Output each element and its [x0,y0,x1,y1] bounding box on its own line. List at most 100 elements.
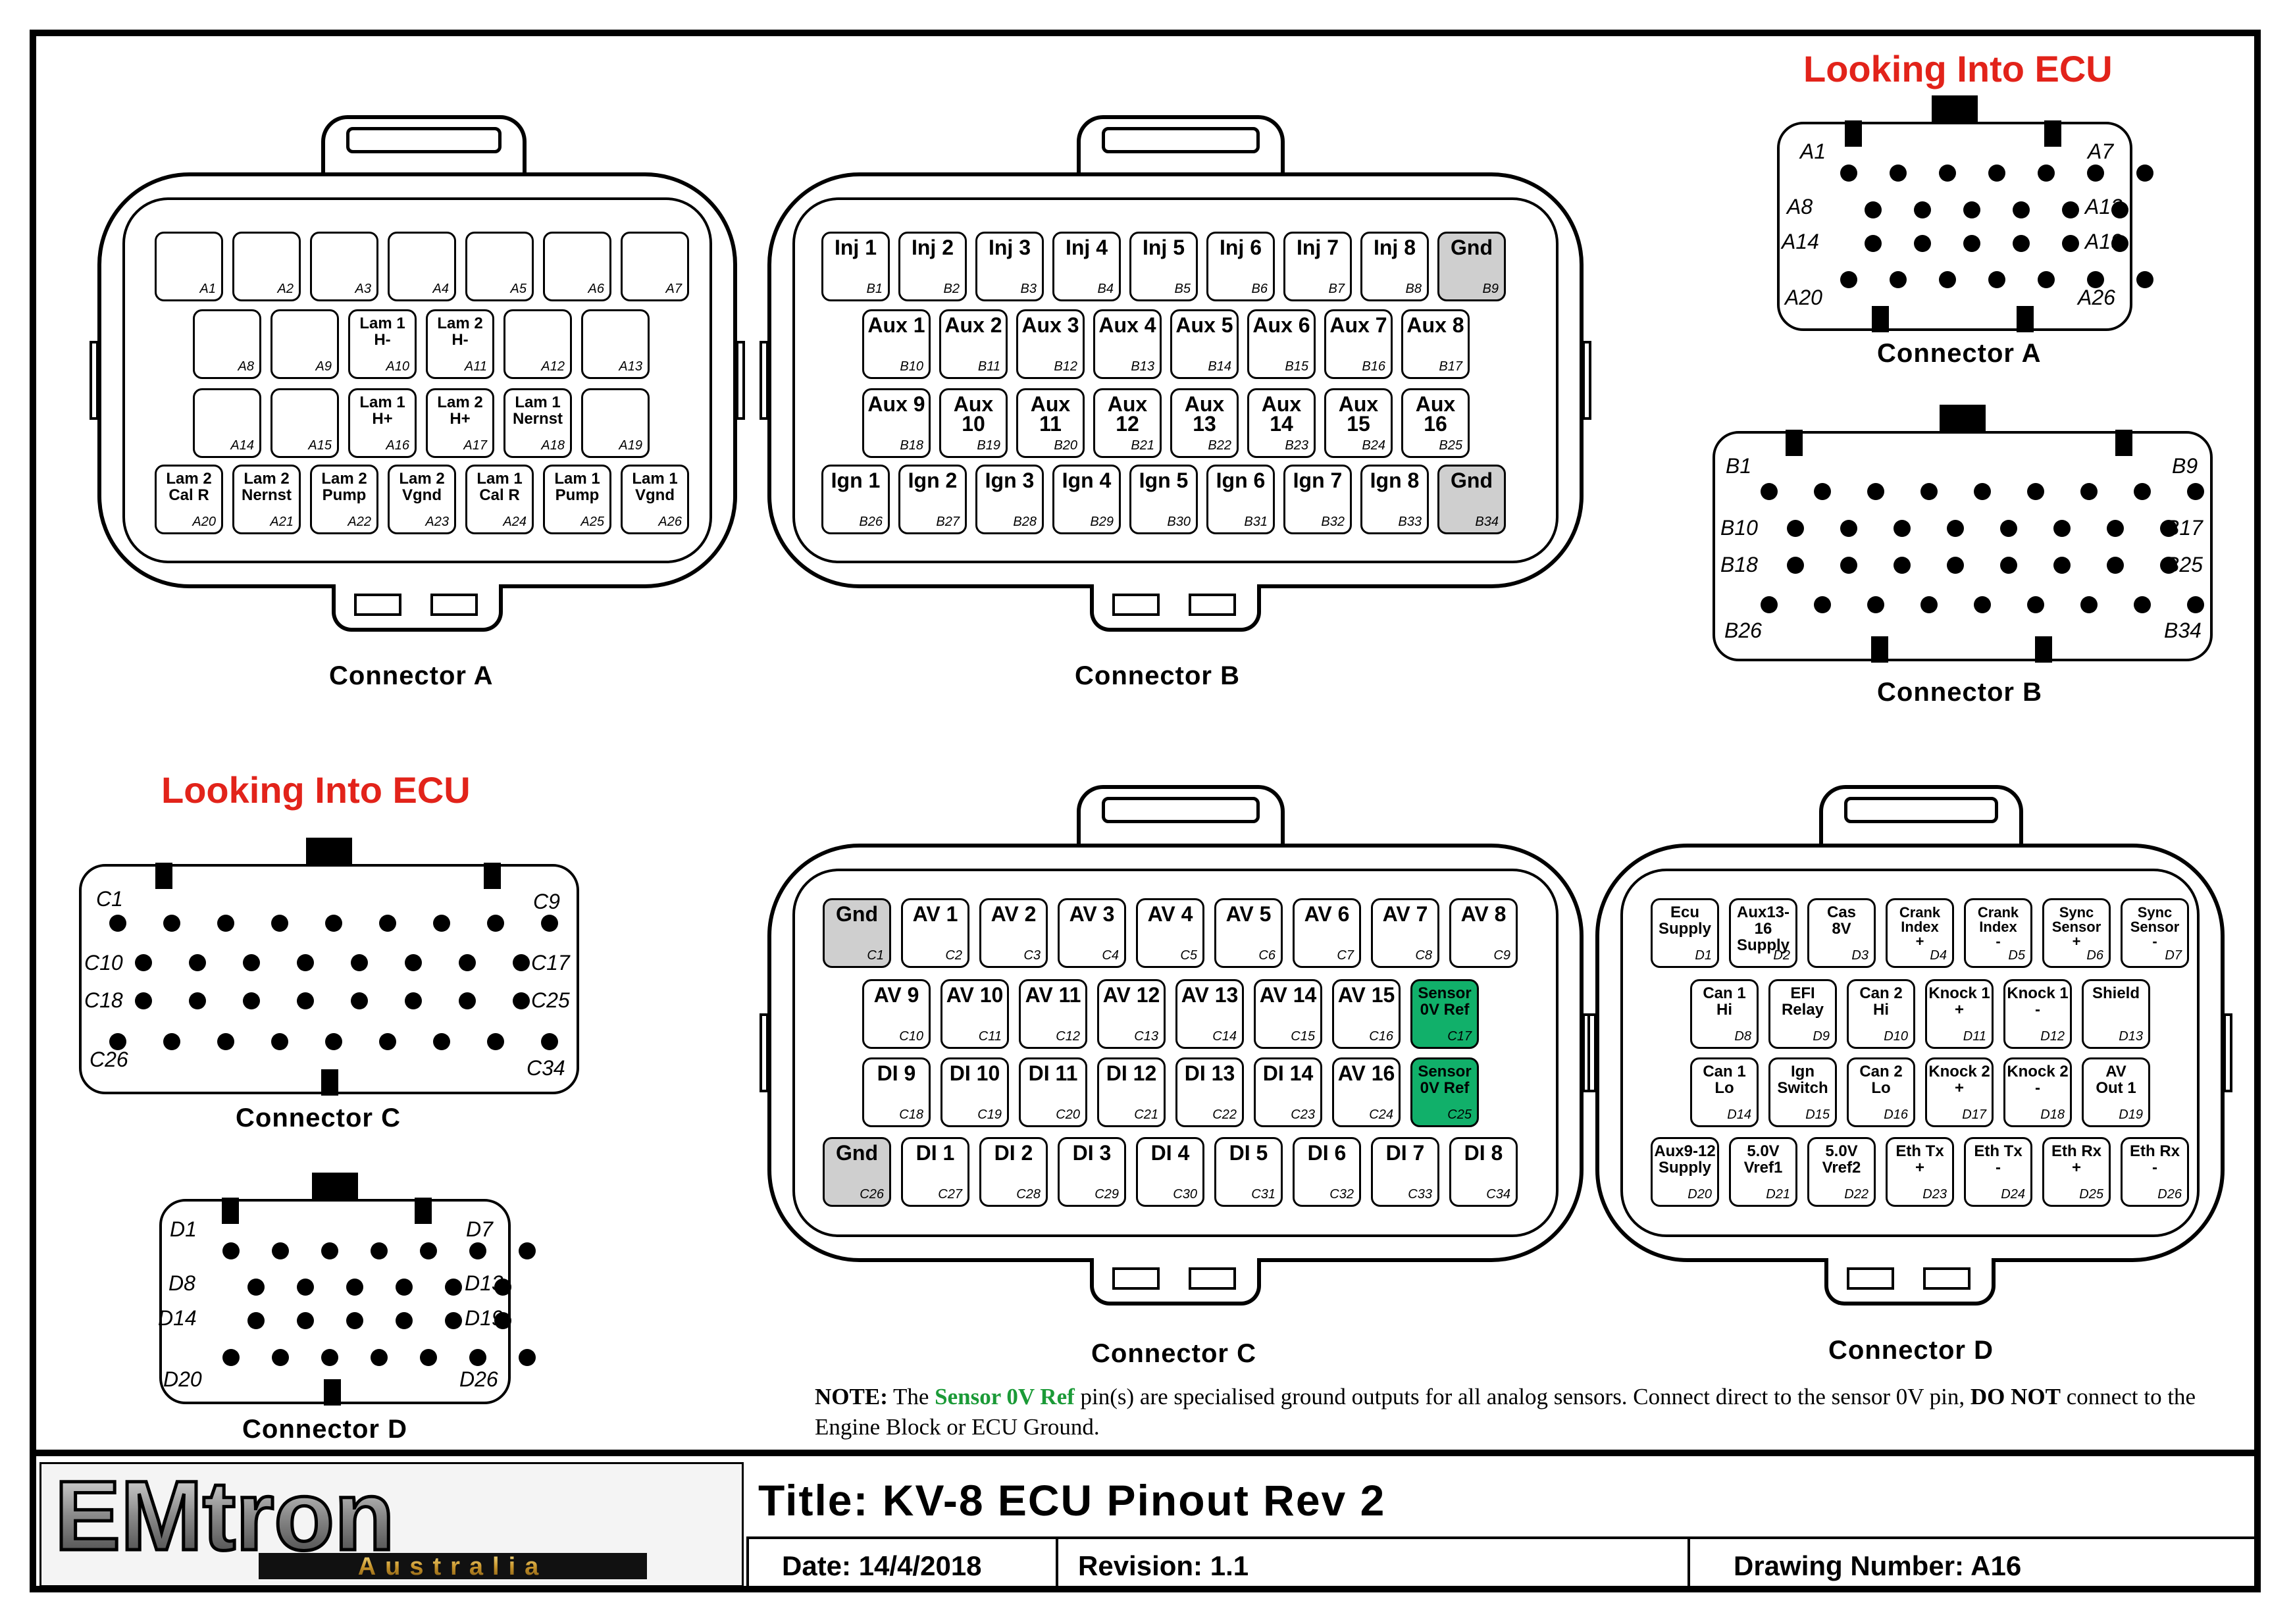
face-b-key-bottom-1 [1871,636,1888,663]
pin-name: Inj 1 [834,236,877,259]
pin-id: A18 [541,438,565,453]
face-b-pin-label-b1: B1 [1726,454,1752,478]
connector-a-inner-shell [122,197,712,563]
pin-id: B20 [1054,438,1077,453]
connector-d-latch-window [1844,797,1998,823]
pin-id: B12 [1054,359,1077,374]
face-b-pin-dot [1947,520,1964,537]
connector-b-side-tab-right [1582,341,1591,420]
face-b-pin-dot [1974,483,1991,500]
face-b-pin-label-b18: B18 [1720,553,1758,576]
face-a-pin-dot [1840,165,1857,182]
connector-d-bottom-slot-2 [1923,1267,1971,1290]
pin-name: Eth Tx - [1974,1142,2022,1177]
pin-name: AV 6 [1304,902,1350,926]
pin-id: A24 [503,515,527,529]
pin-id: C11 [978,1029,1002,1044]
face-b-pin-dot [1867,596,1884,613]
note-text-1: The [892,1384,929,1409]
pin-name: AV 8 [1460,902,1507,926]
face-b-pin-dot [2160,520,2177,537]
face-d-outline [159,1199,511,1404]
pin-id: D16 [1884,1107,1908,1122]
face-a-pin-dot [1840,271,1857,288]
pin-name: Knock 2 - [2007,1063,2069,1097]
face-a-pin-label-a26: A26 [2078,286,2115,309]
pin-name: DI 6 [1307,1141,1347,1165]
pin-name: Ign 7 [1293,469,1343,492]
face-b-pin-dot [2027,483,2044,500]
pin-id: B8 [1405,282,1422,296]
face-d-pin-dot [371,1349,388,1366]
pin-a9: A9 [271,309,339,379]
face-b-pin-dot [1840,557,1857,574]
pin-d18: Knock 2 -D18 [2003,1057,2072,1127]
drawing-frame [30,30,2261,1592]
pin-name: Sync Sensor + [2051,904,2101,950]
drawing-number: Drawing Number: A16 [1734,1550,2022,1581]
face-c-pin-label-c17: C17 [531,951,570,975]
emtron-logo-graphic: EMtron Australia [53,1459,647,1581]
pin-id: D5 [2008,948,2025,963]
pin-id: B2 [943,282,960,296]
face-a-pin-dot [2136,165,2153,182]
face-b-pin-dot [1894,520,1911,537]
pin-name: Lam 1 Nernst [512,393,563,428]
pin-id: A11 [464,359,487,374]
face-d-key-top-centre [312,1173,358,1200]
pin-name: Aux 16 [1415,392,1456,436]
face-b-pin-dot [1787,557,1804,574]
pin-id: C8 [1415,948,1432,963]
pin-name: DI 3 [1072,1141,1112,1165]
pin-id: B11 [977,359,1000,374]
pin-id: B18 [900,438,923,453]
face-a-pin-dot [1914,235,1931,252]
connector-d-label: Connector D [1828,1336,1994,1365]
pin-id: A4 [432,282,449,296]
connector-c-bottom-slot-2 [1189,1267,1236,1290]
pin-name: AV 16 [1337,1061,1395,1085]
pin-id: C28 [1016,1187,1041,1202]
pin-id: B27 [936,515,960,529]
face-b-key-top-centre [1940,405,1986,432]
face-a-pin-dot [1988,271,2005,288]
face-d-pin-label-d13: D13 [465,1271,503,1295]
face-b-pin-dot [2134,483,2151,500]
face-d-pin-dot [445,1312,462,1329]
face-c-pin-dot [541,1033,558,1050]
face-b-pin-dot [1840,520,1857,537]
pin-id: A22 [348,515,371,529]
pin-id: A12 [541,359,565,374]
face-c-pin-dot [271,1033,288,1050]
pin-id: D13 [2119,1029,2143,1044]
face-b-pin-dot [2000,557,2017,574]
pin-name: Ign 3 [985,469,1035,492]
connector-b-latch-window [1102,127,1260,153]
pin-name: Can 2 Lo [1859,1063,1903,1097]
face-b-pin-dot [1787,520,1804,537]
pin-a12: A12 [503,309,572,379]
face-a-pin-dot [2013,235,2030,252]
connector-a-latch-window [346,127,502,153]
connector-a-side-tab-right [736,341,745,420]
connector-a-bottom-slot-2 [430,594,478,616]
pin-name: AV 10 [946,983,1004,1007]
pin-a14: A14 [193,388,261,458]
face-b-pin-label-b17: B17 [2165,516,2203,540]
face-d-pin-label-d19: D19 [465,1306,503,1330]
pin-id: A9 [315,359,332,374]
